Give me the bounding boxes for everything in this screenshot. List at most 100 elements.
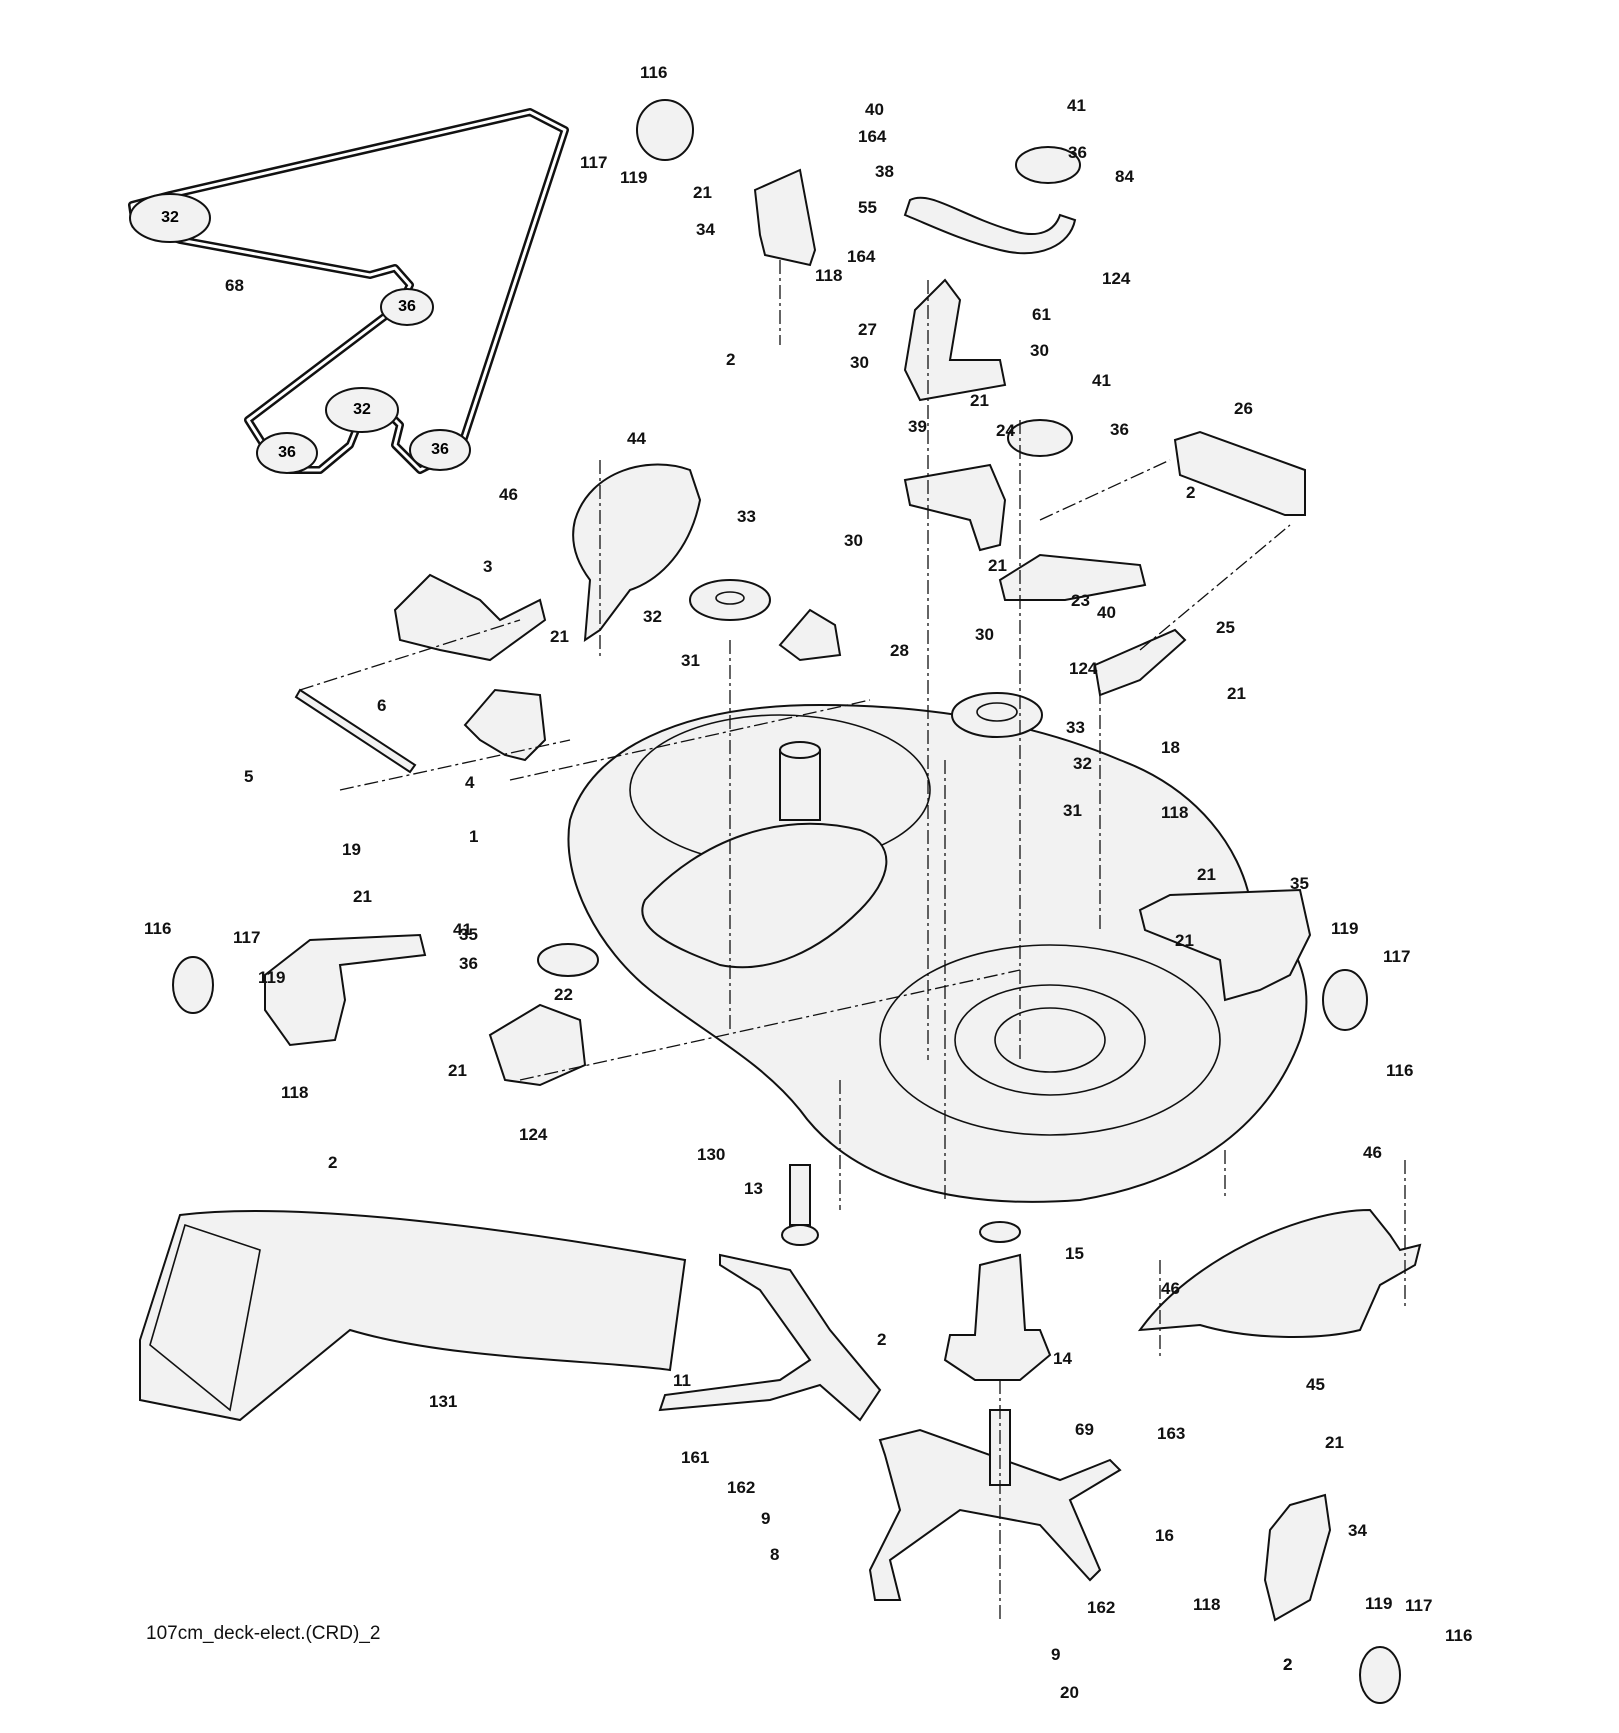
callout-number: 30 <box>844 531 863 550</box>
callout-number: 116 <box>144 919 171 938</box>
pulley-33-right <box>951 692 1043 738</box>
callout-number: 40 <box>1097 603 1116 622</box>
callout-number: 4 <box>465 773 475 792</box>
callout-number: 32 <box>643 607 662 626</box>
callout-number: 46 <box>1363 1143 1382 1162</box>
callout-number: 116 <box>640 63 667 82</box>
callout-number: 39 <box>908 417 927 436</box>
callout-number: 116 <box>1445 1626 1472 1645</box>
bracket-26 <box>1173 430 1306 516</box>
pulley-36-left <box>537 943 599 977</box>
callout-number: 26 <box>1234 399 1253 418</box>
bracket-27 <box>903 278 1007 402</box>
callout-number: 124 <box>1102 269 1131 288</box>
callout-number: 119 <box>1331 919 1358 938</box>
bracket-25 <box>1093 628 1187 697</box>
rod-6 <box>294 688 417 774</box>
callout-number: 124 <box>519 1125 548 1144</box>
belt-pulley-label: 32 <box>161 209 179 226</box>
callout-number: 119 <box>258 968 285 987</box>
callout-number: 21 <box>448 1061 467 1080</box>
callout-number: 69 <box>1075 1420 1094 1439</box>
callout-number: 5 <box>244 767 253 786</box>
callout-number: 117 <box>233 928 260 947</box>
callout-number: 68 <box>225 276 244 295</box>
callout-number: 40 <box>865 100 884 119</box>
callout-number: 118 <box>281 1083 308 1102</box>
callout-number: 35 <box>459 925 478 944</box>
callout-number: 27 <box>858 320 877 339</box>
callout-number: 124 <box>1069 659 1098 678</box>
callout-number: 117 <box>1383 947 1410 966</box>
callout-number: 41 <box>1092 371 1111 390</box>
callout-number: 34 <box>1348 1521 1367 1540</box>
callout-number: 11 <box>673 1371 691 1390</box>
callout-number: 2 <box>726 350 735 369</box>
idler-arm-55 <box>903 146 1081 255</box>
callout-number: 118 <box>1193 1595 1220 1614</box>
deck-shell <box>567 703 1308 1203</box>
callout-number: 46 <box>499 485 518 504</box>
callout-number: 116 <box>1386 1061 1413 1080</box>
belt-pulley-label: 32 <box>353 401 371 418</box>
callout-number: 14 <box>1053 1349 1072 1368</box>
callout-number: 38 <box>875 162 894 181</box>
callout-number: 41 <box>1067 96 1086 115</box>
blade-163 <box>868 1409 1122 1601</box>
callout-number: 32 <box>1073 754 1092 773</box>
callout-number: 162 <box>727 1478 755 1497</box>
callout-number: 21 <box>550 627 569 646</box>
spindle-housing-14 <box>943 1221 1052 1381</box>
callout-number: 36 <box>1110 420 1129 439</box>
callout-number: 45 <box>1306 1375 1325 1394</box>
callout-number: 46 <box>1161 1279 1180 1298</box>
belt-pulley-label: 36 <box>398 298 416 315</box>
callout-number: 117 <box>580 153 607 172</box>
bracket-35-right <box>1138 888 1368 1031</box>
callout-number: 84 <box>1115 167 1134 186</box>
callout-number: 9 <box>1051 1645 1060 1664</box>
callout-number: 8 <box>770 1545 779 1564</box>
callout-number: 15 <box>1065 1244 1084 1263</box>
bracket-28 <box>778 608 842 662</box>
chute-131 <box>139 1210 687 1422</box>
callout-number: 21 <box>1227 684 1246 703</box>
callout-number: 164 <box>858 127 887 146</box>
callout-number: 31 <box>1063 801 1082 820</box>
bracket-22 <box>488 1003 587 1087</box>
callout-number: 21 <box>1175 931 1194 950</box>
callout-number: 13 <box>744 1179 763 1198</box>
callout-number: 25 <box>1216 618 1235 637</box>
callout-number: 20 <box>1060 1683 1079 1702</box>
pulley-32-left <box>689 579 771 621</box>
callout-number: 164 <box>847 247 876 266</box>
callout-number: 21 <box>1325 1433 1344 1452</box>
belt-pulley-label: 36 <box>278 444 296 461</box>
callout-number: 31 <box>681 651 700 670</box>
callout-number: 35 <box>1290 874 1309 893</box>
callout-number: 55 <box>858 198 877 217</box>
callout-number: 30 <box>850 353 869 372</box>
callout-number: 117 <box>1405 1596 1432 1615</box>
callout-number: 34 <box>696 220 715 239</box>
callout-number: 41 <box>453 920 472 939</box>
callout-number: 21 <box>693 183 712 202</box>
callout-number: 23 <box>1071 591 1090 610</box>
callout-number: 1 <box>469 827 478 846</box>
callout-number: 33 <box>737 507 756 526</box>
callout-number: 30 <box>1030 341 1049 360</box>
callout-number: 131 <box>429 1392 457 1411</box>
callout-number: 3 <box>483 557 492 576</box>
callout-number: 61 <box>1032 305 1051 324</box>
bracket-23 <box>998 553 1147 601</box>
callout-number: 161 <box>681 1448 709 1467</box>
blade-161 <box>658 1253 882 1422</box>
callout-number: 9 <box>761 1509 770 1528</box>
callout-number: 21 <box>988 556 1007 575</box>
assembly-lines <box>299 260 1406 1620</box>
callout-number: 130 <box>697 1145 725 1164</box>
callout-number: 119 <box>620 168 647 187</box>
callout-number: 36 <box>1068 143 1087 162</box>
callout-number: 2 <box>1283 1655 1292 1674</box>
